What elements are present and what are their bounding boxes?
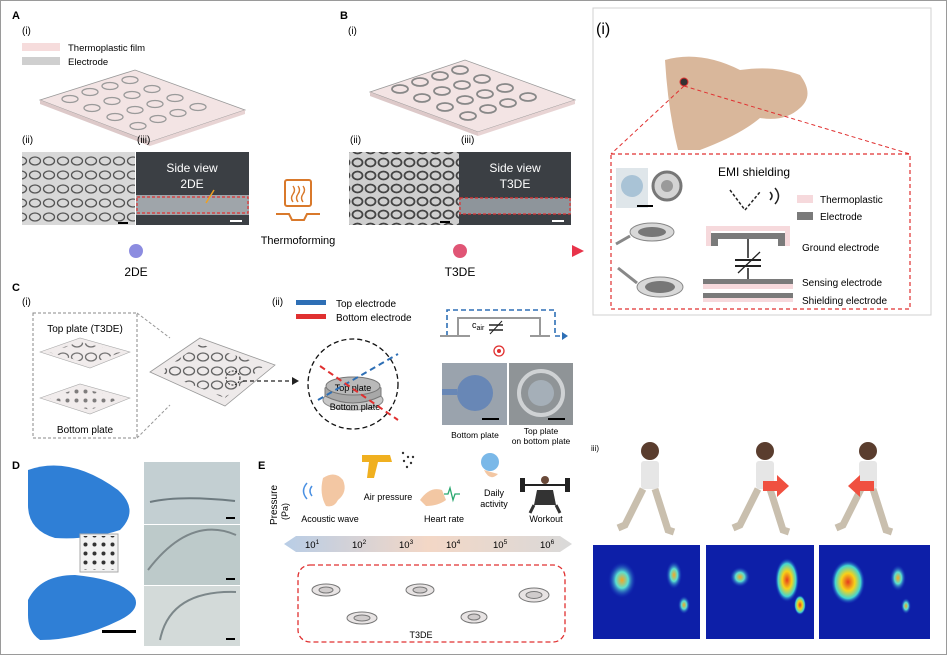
panel-b-sub-iii: (iii) bbox=[461, 135, 474, 146]
legend-electrode-label: Electrode bbox=[68, 57, 108, 68]
side-view-sample: T3DE bbox=[500, 177, 531, 191]
legend-film-swatch bbox=[22, 43, 60, 51]
scale-bar bbox=[548, 418, 565, 420]
panel-e-letter: E bbox=[258, 460, 265, 472]
t3de-box-label: T3DE bbox=[409, 630, 432, 640]
panel-b-sub-i: (i) bbox=[348, 26, 357, 37]
legend-electrode-label: Electrode bbox=[820, 212, 863, 223]
scale-bar bbox=[118, 222, 128, 224]
right-panel-sub-i: (i) bbox=[596, 21, 610, 38]
panel-b-sub-ii: (ii) bbox=[350, 135, 361, 146]
panel-c-sub-i: (i) bbox=[22, 297, 31, 308]
timeline-start-label: 2DE bbox=[124, 265, 147, 279]
legend-bottom-label: Bottom electrode bbox=[336, 313, 412, 324]
ground-electrode-label: Ground electrode bbox=[802, 243, 880, 254]
top-plate-label: Top plate (T3DE) bbox=[47, 324, 123, 335]
item-activity: activity bbox=[480, 499, 508, 509]
micrograph-right-caption-2: on bottom plate bbox=[512, 436, 571, 446]
sensing-electrode-label: Sensing electrode bbox=[802, 278, 882, 289]
item-air-pressure: Air pressure bbox=[364, 492, 413, 502]
panel-a-letter: A bbox=[12, 10, 20, 22]
micrograph-left-caption: Bottom plate bbox=[451, 430, 499, 440]
panel-right-top: (i) EMI shielding Thermoplastic Electrod… bbox=[593, 8, 931, 315]
item-daily: Daily bbox=[484, 488, 505, 498]
timeline-process-label: Thermoforming bbox=[261, 235, 336, 247]
scale-bar bbox=[226, 578, 235, 580]
wearable-sensor-location bbox=[680, 78, 688, 86]
right-panel-sub-iii: iii) bbox=[591, 444, 599, 453]
panel-a-sub-iii: (iii) bbox=[137, 135, 150, 146]
legend-electrode-swatch bbox=[22, 57, 60, 65]
pressure-axis-unit: (Pa) bbox=[280, 503, 290, 520]
micrograph-right-caption-1: Top plate bbox=[524, 426, 559, 436]
pressure-map-2 bbox=[706, 545, 814, 639]
item-heart-rate: Heart rate bbox=[424, 514, 464, 524]
timeline-dot-t3de bbox=[453, 244, 467, 258]
scale-bar bbox=[226, 517, 235, 519]
shielding-electrode-layer bbox=[703, 293, 793, 298]
emi-shielding-label: EMI shielding bbox=[718, 165, 790, 179]
panel-d-letter: D bbox=[12, 460, 20, 472]
side-view-sample: 2DE bbox=[180, 177, 203, 191]
legend-thermo-label: Thermoplastic bbox=[820, 195, 883, 206]
daily-activity-icon bbox=[481, 453, 499, 471]
timeline-end-label: T3DE bbox=[445, 265, 476, 279]
pressure-map-1 bbox=[593, 545, 700, 639]
bottom-plate-label: Bottom plate bbox=[57, 425, 114, 436]
scale-bar bbox=[230, 220, 242, 222]
sensing-electrode-layer bbox=[703, 279, 793, 284]
pressure-axis-label: Pressure bbox=[269, 485, 280, 525]
side-view-title: Side view bbox=[489, 161, 541, 175]
scale-bar bbox=[552, 220, 564, 222]
legend-top-swatch bbox=[296, 300, 326, 305]
scale-bar bbox=[440, 221, 450, 223]
panel-a-sub-ii: (ii) bbox=[22, 135, 33, 146]
scale-bar bbox=[637, 205, 653, 207]
scale-bar bbox=[482, 418, 499, 420]
side-view-title: Side view bbox=[166, 161, 218, 175]
item-acoustic-wave: Acoustic wave bbox=[301, 514, 359, 524]
panel-c-sub-ii: (ii) bbox=[272, 297, 283, 308]
scale-bar bbox=[226, 638, 235, 640]
legend-top-label: Top electrode bbox=[336, 299, 396, 310]
photo-bending-flat bbox=[144, 462, 240, 524]
legend-bottom-swatch bbox=[296, 314, 326, 319]
panel-b-letter: B bbox=[340, 10, 348, 22]
shielding-electrode-label: Shielding electrode bbox=[802, 296, 887, 307]
timeline-dot-2de bbox=[129, 244, 143, 258]
photo-bending-high bbox=[144, 586, 240, 646]
pressure-axis bbox=[284, 536, 572, 552]
panel-c-letter: C bbox=[12, 282, 20, 294]
legend-electrode-swatch bbox=[797, 212, 813, 220]
scale-bar bbox=[102, 630, 136, 633]
panel-a-sub-i: (i) bbox=[22, 26, 31, 37]
legend-thermo-swatch bbox=[797, 195, 813, 203]
panel-d: D bbox=[12, 460, 240, 646]
item-workout: Workout bbox=[529, 514, 563, 524]
legend-film-label: Thermoplastic film bbox=[68, 43, 145, 54]
